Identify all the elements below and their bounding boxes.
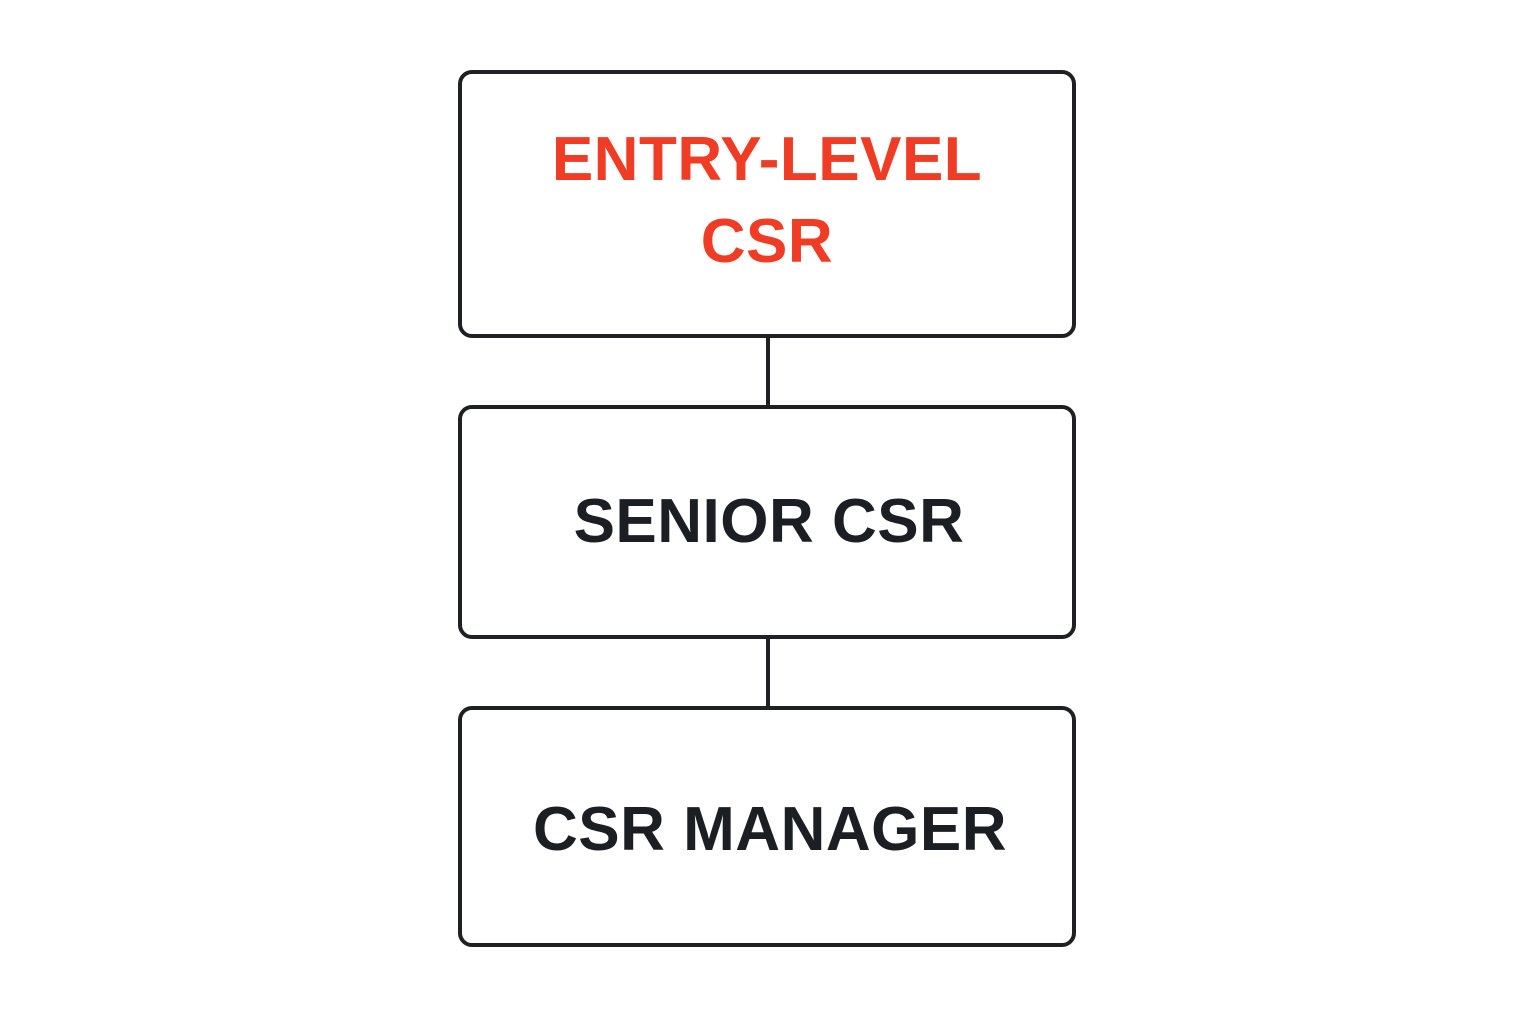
node-entry-level-csr-label: ENTRY-LEVEL CSR [552, 119, 982, 283]
node-entry-level-csr: ENTRY-LEVEL CSR [458, 70, 1076, 338]
node-entry-level-csr-line-2: CSR [700, 207, 834, 276]
connector-senior-to-manager [766, 639, 770, 706]
node-senior-csr: SENIOR CSR [458, 405, 1076, 639]
node-csr-manager-label: CSR MANAGER [533, 794, 1007, 864]
connector-entry-to-senior [766, 338, 770, 405]
node-csr-manager: CSR MANAGER [458, 706, 1076, 947]
node-senior-csr-label: SENIOR CSR [573, 487, 965, 556]
node-entry-level-csr-line-1: ENTRY-LEVEL [551, 125, 983, 194]
